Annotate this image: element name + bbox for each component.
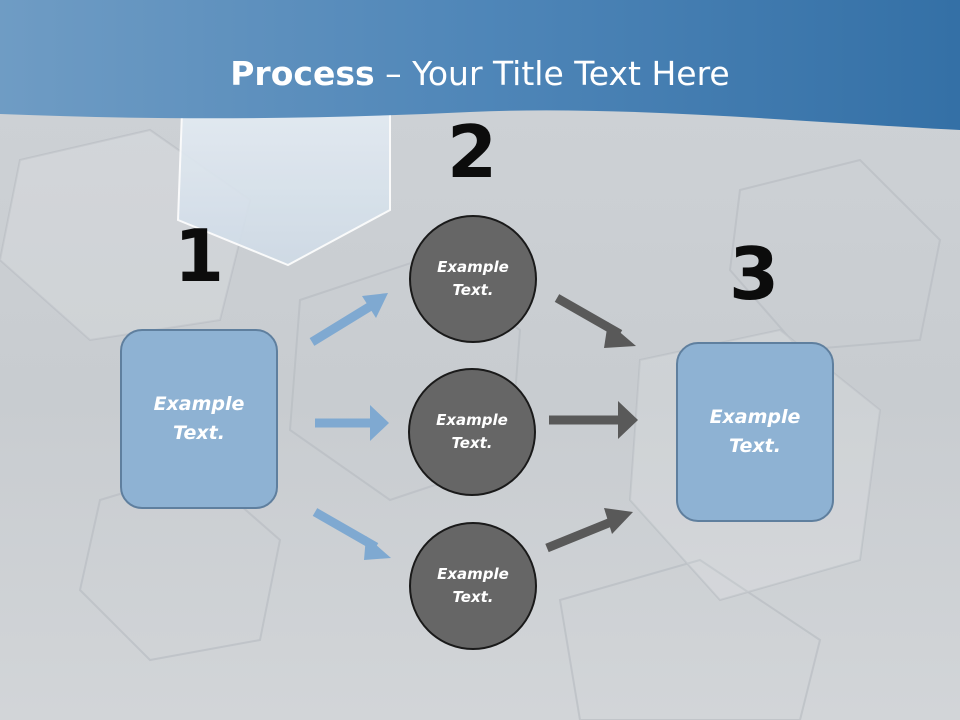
header-band: [0, 0, 960, 130]
step-number-1: 1: [173, 214, 225, 298]
right-box[interactable]: Example Text.: [676, 342, 834, 522]
circle-top[interactable]: Example Text.: [409, 215, 537, 343]
title-bold: Process: [230, 54, 375, 93]
slide-title: Process – Your Title Text Here: [0, 52, 960, 96]
left-box[interactable]: Example Text.: [120, 329, 278, 509]
step-number-3: 3: [728, 232, 780, 316]
circle-bottom[interactable]: Example Text.: [409, 522, 537, 650]
circle-middle[interactable]: Example Text.: [408, 368, 536, 496]
title-rest: – Your Title Text Here: [374, 54, 730, 93]
step-number-2: 2: [446, 110, 498, 194]
